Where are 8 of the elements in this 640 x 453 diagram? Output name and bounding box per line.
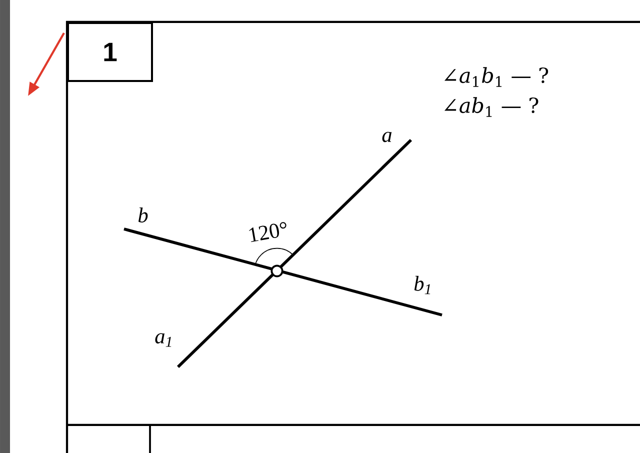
line-label: a$_{1}$ xyxy=(155,333,172,347)
angle-label: 120° xyxy=(249,222,286,242)
question-text: ∠a$_{1}$b$_{1}$ — ? xyxy=(444,67,548,87)
line-label: b xyxy=(138,207,148,222)
line-label: a xyxy=(382,132,392,142)
question-text: ∠ab$_{1}$ — ? xyxy=(444,97,538,117)
line-label: b$_{1}$ xyxy=(414,276,430,294)
number-box: 1 xyxy=(67,22,153,82)
